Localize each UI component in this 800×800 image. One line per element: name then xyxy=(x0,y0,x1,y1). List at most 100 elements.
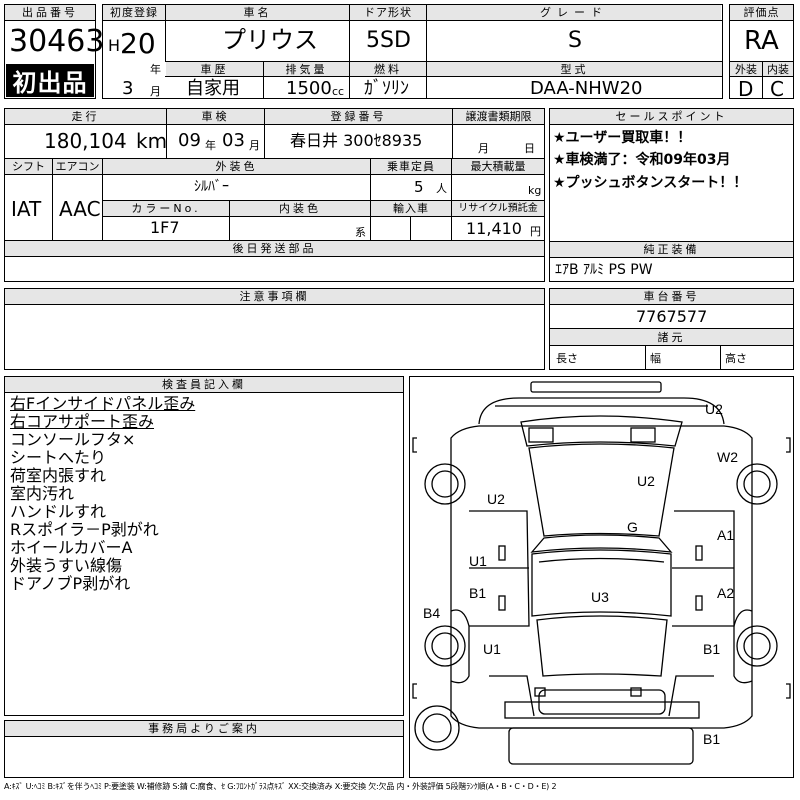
mark-left-rear-door: U1 xyxy=(469,553,487,569)
mark-left-front-fender: B4 xyxy=(423,605,440,621)
exterior-score: D xyxy=(738,77,754,101)
max-load-unit: kg xyxy=(528,184,542,197)
mark-left-front-wheel: U1 xyxy=(483,641,501,657)
mark-right-front-door: A2 xyxy=(717,585,734,601)
inspector-line-6: 室内汚れ xyxy=(10,484,75,503)
vehicle-header-block xyxy=(102,4,794,99)
damage-diagram: U2 W2 U2 U2 G U1 A1 B1 U3 A2 B4 U1 B1 B1 xyxy=(409,376,794,778)
air-conditioner: AAC xyxy=(59,197,101,221)
model: DAA-NHW20 xyxy=(530,78,643,99)
inspection-label: 車検 xyxy=(167,109,264,124)
first-reg-year: 20 xyxy=(120,27,156,60)
shift: IAT xyxy=(11,197,42,221)
door-type: 5SD xyxy=(366,28,411,53)
first-listing-badge: 初出品 xyxy=(6,64,94,97)
mark-rear-bumper: U2 xyxy=(705,401,723,417)
chassis-box xyxy=(549,288,794,370)
import-label: 輸入車 xyxy=(371,201,451,216)
displacement-unit: cc xyxy=(332,85,345,98)
width-label: 幅 xyxy=(650,352,661,365)
sales-point-1: ★ユーザー買取車！！ xyxy=(553,130,692,146)
capacity-unit: 人 xyxy=(436,182,447,195)
first-reg-year-unit: 年 xyxy=(150,63,161,76)
first-reg-month: 3 xyxy=(122,78,134,99)
inspector-line-3: コンソールフタ× xyxy=(10,430,136,449)
int-color-label: 内装色 xyxy=(230,201,370,216)
sales-points-label: セールスポイント xyxy=(550,109,793,124)
capacity: 5 xyxy=(414,178,424,196)
first-reg-month-unit: 月 xyxy=(150,85,161,98)
inspector-box xyxy=(4,376,404,716)
color-no-label: カラーNo. xyxy=(103,201,229,216)
first-reg-era: H xyxy=(108,36,121,55)
recycle-fee-unit: 円 xyxy=(530,225,541,238)
door-label: ドア形状 xyxy=(350,5,426,20)
fuel: ｶﾞｿﾘﾝ xyxy=(364,78,409,99)
grade: S xyxy=(568,28,582,53)
mark-right-rear-door: A1 xyxy=(717,527,734,543)
mark-right-front-wheel: B1 xyxy=(703,641,720,657)
mark-windshield: G xyxy=(627,519,638,535)
inspector-line-5: 荷室内張すれ xyxy=(10,466,107,485)
lot-number: 30463 xyxy=(9,24,105,59)
inspector-line-7: ハンドルすれ xyxy=(10,502,107,521)
transfer-day-unit: 日 xyxy=(524,142,535,155)
lot-number-cell xyxy=(4,4,96,99)
grade-label: グレード xyxy=(427,5,721,20)
displacement: 1500 xyxy=(286,78,332,99)
int-color-unit: 系 xyxy=(355,226,366,239)
office-label: 事務局よりご案内 xyxy=(5,721,403,736)
interior-label: 内装 xyxy=(763,62,793,76)
height-label: 高さ xyxy=(725,352,747,365)
mark-rear-right-fender: W2 xyxy=(717,449,738,465)
history: 自家用 xyxy=(186,78,240,99)
equipment-label: 純正装備 xyxy=(550,242,793,257)
ext-color-label: 外装色 xyxy=(103,159,370,174)
car-name: プリウス xyxy=(222,26,318,54)
mileage-unit: km xyxy=(136,129,168,153)
inspector-line-2: 右コアサポート歪み xyxy=(10,412,155,431)
mark-hood: U3 xyxy=(591,589,609,605)
displacement-label: 排気量 xyxy=(264,62,349,76)
legend: A:ｷｽﾞ U:ﾍｺﾐ B:ｷｽﾞを伴うﾍｺﾐ P:要塗装 W:補修跡 S:錆 … xyxy=(4,782,557,791)
recycle-fee: 11,410 xyxy=(466,219,522,238)
chassis-label: 車台番号 xyxy=(550,289,793,304)
mark-rear-glass: U2 xyxy=(637,473,655,489)
office-box xyxy=(4,720,404,778)
mark-rear-left-door: U2 xyxy=(487,491,505,507)
capacity-label: 乗車定員 xyxy=(371,159,451,174)
score-label: 評価点 xyxy=(730,5,793,20)
equipment-value: ｴｱB ｱﾙﾐ PS PW xyxy=(555,262,653,278)
inspection-year-unit: 年 xyxy=(205,139,216,152)
inspector-label: 検査員記入欄 xyxy=(5,377,403,392)
chassis-number: 7767577 xyxy=(636,307,708,326)
recycle-label: リサイクル預託金 xyxy=(452,201,544,216)
reg-number-label: 登録番号 xyxy=(265,109,452,124)
lot-number-label: 出品番号 xyxy=(5,5,95,20)
transfer-deadline-label: 譲渡書類期限 xyxy=(453,109,544,124)
mileage: 180,104 xyxy=(44,129,127,153)
dims-label: 諸元 xyxy=(550,329,793,345)
notes-label: 注意事項欄 xyxy=(5,289,544,304)
car-name-label: 車名 xyxy=(166,5,349,20)
length-label: 長さ xyxy=(556,352,578,365)
sales-point-2: ★車検満了：令和09年03月 xyxy=(553,152,731,168)
first-reg-label: 初度登録 xyxy=(103,5,165,20)
max-load-label: 最大積載量 xyxy=(452,159,544,174)
ac-label: エアコン xyxy=(53,159,102,174)
fuel-label: 燃料 xyxy=(350,62,426,76)
shift-label: シフト xyxy=(5,159,52,174)
transfer-month-unit: 月 xyxy=(478,142,489,155)
mileage-label: 走行 xyxy=(5,109,166,124)
inspection-month-unit: 月 xyxy=(249,139,260,152)
notes-box xyxy=(4,288,545,370)
reg-number: 春日井 300ｾ8935 xyxy=(290,131,423,150)
inspector-line-4: シートへたり xyxy=(10,448,107,467)
inspection-year: 09 xyxy=(178,130,201,151)
history-label: 車歴 xyxy=(166,62,263,76)
mark-left-front-door: B1 xyxy=(469,585,486,601)
inspector-line-11: ドアノブP剥がれ xyxy=(10,574,131,593)
inspector-line-9: ホイールカバーA xyxy=(10,538,133,557)
color-no: 1F7 xyxy=(150,218,180,237)
interior-score: C xyxy=(770,77,784,101)
